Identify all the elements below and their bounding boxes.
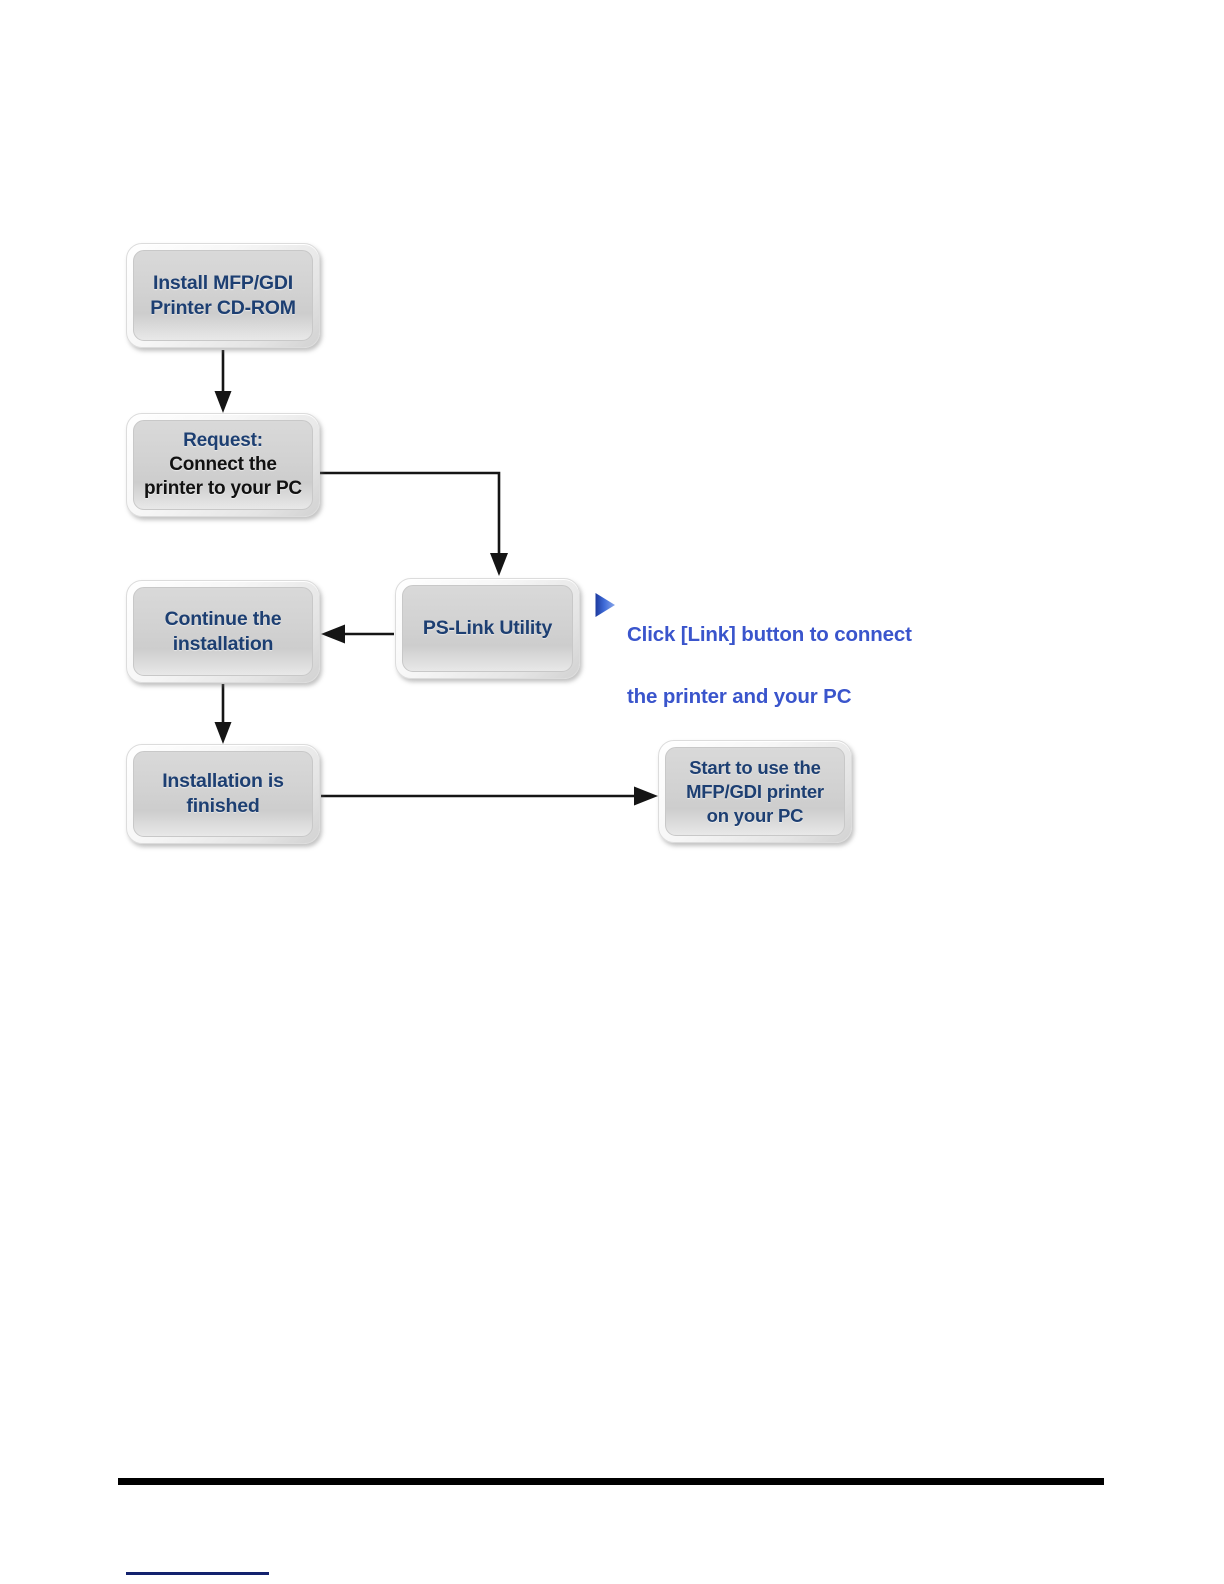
connector-continue-to-finished bbox=[214, 684, 232, 744]
node-body: Request: Connect the printer to your PC bbox=[133, 420, 313, 510]
ps-link-utility-node[interactable]: PS-Link Utility bbox=[395, 578, 580, 679]
annotation-text: Click [Link] button to connect the print… bbox=[627, 623, 912, 708]
continue-installation-label: Continue the installation bbox=[164, 607, 282, 655]
request-emphasis: Request: bbox=[183, 430, 263, 451]
request-connect-label: Request: Connect the printer to your PC bbox=[144, 430, 302, 499]
installation-finished-label: Installation is finished bbox=[162, 770, 284, 817]
right-triangle-icon bbox=[595, 593, 615, 617]
node-body: Install MFP/GDI Printer CD-ROM bbox=[133, 250, 313, 341]
install-cd-node[interactable]: Install MFP/GDI Printer CD-ROM bbox=[126, 243, 320, 348]
node-body: Installation is finished bbox=[133, 751, 313, 837]
node-body: PS-Link Utility bbox=[402, 585, 573, 672]
node-body: Start to use the MFP/GDI printer on your… bbox=[665, 747, 845, 836]
link-button-annotation: Click [Link] button to connect the print… bbox=[594, 588, 912, 712]
request-connect-node[interactable]: Request: Connect the printer to your PC bbox=[126, 413, 320, 517]
connector-request-to-pslink bbox=[320, 471, 508, 576]
installation-finished-node[interactable]: Installation is finished bbox=[126, 744, 320, 844]
node-body: Continue the installation bbox=[133, 587, 313, 676]
connector-pslink-to-continue bbox=[321, 624, 394, 644]
footer-underline bbox=[126, 1572, 269, 1575]
start-to-use-label: Start to use the MFP/GDI printer on your… bbox=[686, 756, 824, 826]
continue-installation-node[interactable]: Continue the installation bbox=[126, 580, 320, 683]
connector-finished-to-start bbox=[321, 786, 658, 806]
start-to-use-node[interactable]: Start to use the MFP/GDI printer on your… bbox=[658, 740, 852, 843]
connector-install-to-request bbox=[214, 350, 232, 413]
ps-link-utility-label: PS-Link Utility bbox=[422, 617, 553, 639]
install-cd-label: Install MFP/GDI Printer CD-ROM bbox=[150, 271, 296, 319]
footer-rule bbox=[118, 1478, 1104, 1485]
